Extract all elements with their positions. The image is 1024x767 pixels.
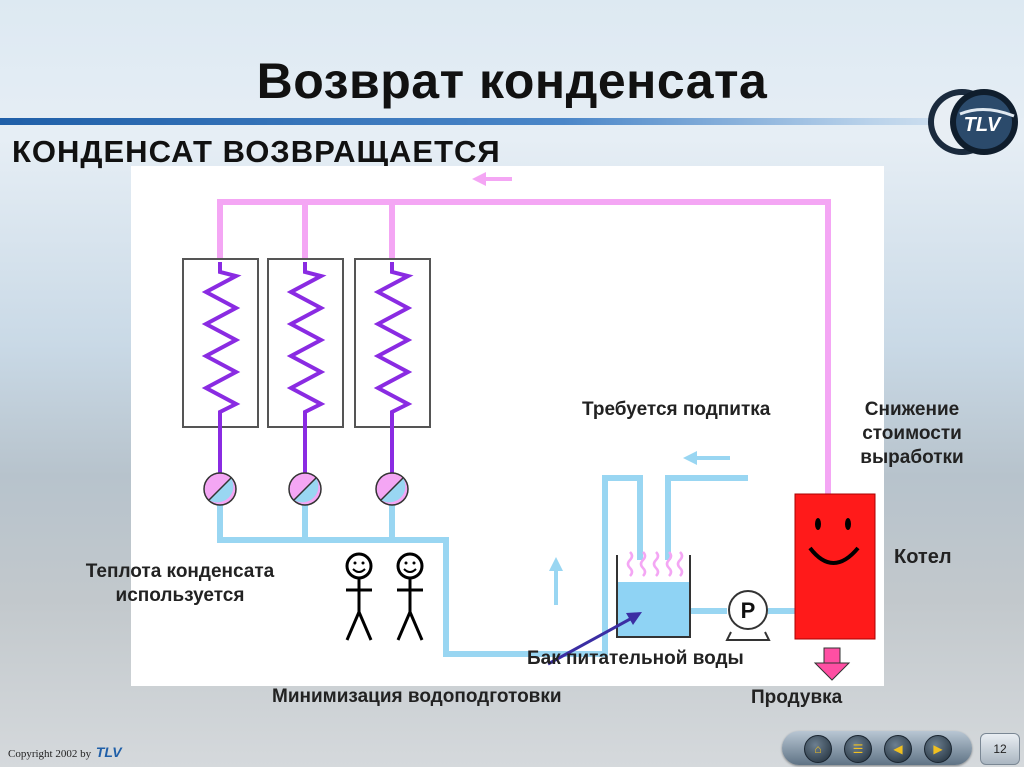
header-band bbox=[0, 118, 1024, 125]
boiler-label: Котел bbox=[894, 546, 952, 568]
copyright-text: Copyright 2002 by bbox=[8, 748, 92, 760]
person-figure-2 bbox=[396, 552, 424, 641]
steam-line bbox=[217, 199, 831, 494]
upflow-arrow bbox=[549, 557, 563, 605]
cost-reduction-line-3: выработки bbox=[860, 447, 964, 468]
pump bbox=[725, 590, 771, 641]
water-treatment-label: Минимизация водоподготовки bbox=[272, 686, 562, 707]
feedwater-tank-label: Бак питательной воды bbox=[527, 648, 744, 669]
heat-exchanger-1 bbox=[182, 258, 259, 480]
steam-trap-3 bbox=[375, 472, 409, 506]
cost-reduction-line-2: стоимости bbox=[862, 423, 962, 444]
footer-brand: TLV bbox=[95, 744, 122, 760]
copyright: Copyright 2002 by TLV bbox=[8, 744, 122, 760]
pump-letter: P bbox=[741, 598, 756, 623]
blowdown-arrow bbox=[813, 647, 851, 681]
boiler bbox=[794, 493, 876, 640]
steam-trap-1 bbox=[203, 472, 237, 506]
makeup-required-label: Требуется подпитка bbox=[582, 399, 771, 420]
page-subtitle: КОНДЕНСАТ ВОЗВРАЩАЕТСЯ bbox=[12, 134, 501, 169]
person-figure-1 bbox=[345, 552, 373, 641]
forward-icon[interactable]: ▶ bbox=[924, 735, 952, 763]
blowdown-label: Продувка bbox=[751, 687, 843, 708]
back-icon[interactable]: ◀ bbox=[884, 735, 912, 763]
heat-used-line-1: Теплота конденсата bbox=[85, 561, 275, 582]
document-icon[interactable]: ☰ bbox=[844, 735, 872, 763]
cost-reduction-label: Снижение стоимости выработки bbox=[842, 398, 982, 470]
feedwater-tank bbox=[616, 551, 691, 638]
heat-exchanger-2 bbox=[267, 258, 344, 480]
condensate-line bbox=[217, 475, 795, 657]
cost-reduction-line-1: Снижение bbox=[864, 399, 960, 420]
steam-flow-arrow bbox=[472, 172, 512, 186]
page-number: 12 bbox=[980, 733, 1020, 765]
heat-used-line-2: используется bbox=[115, 585, 245, 606]
tlv-logo: TLV bbox=[918, 86, 1022, 158]
svg-text:TLV: TLV bbox=[964, 114, 1002, 136]
heat-exchanger-3 bbox=[354, 258, 431, 480]
home-icon[interactable]: ⌂ bbox=[804, 735, 832, 763]
slide-nav-bar: ⌂ ☰ ◀ ▶ bbox=[782, 731, 972, 765]
page-title: Возврат конденсата bbox=[256, 53, 768, 109]
pointer-arrow bbox=[547, 612, 642, 666]
steam-trap-2 bbox=[288, 472, 322, 506]
heat-used-label: Теплота конденсата используется bbox=[60, 560, 300, 608]
makeup-flow-arrow bbox=[683, 451, 730, 465]
